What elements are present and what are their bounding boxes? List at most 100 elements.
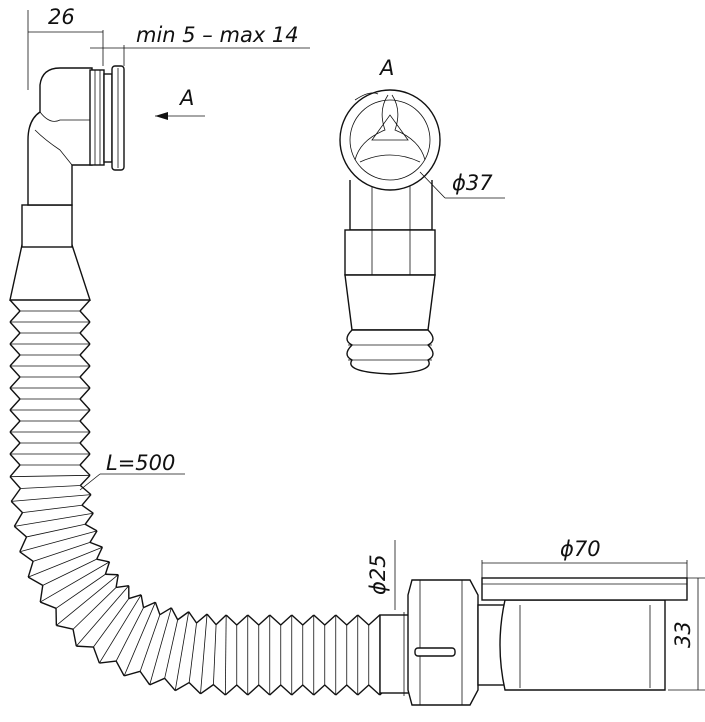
hose-edge: [313, 614, 326, 626]
hose-edge: [76, 645, 94, 648]
hose-edge: [81, 494, 92, 506]
corrugated-hose: [9, 299, 392, 696]
hose-edge: [188, 611, 198, 624]
hose-rib: [174, 611, 190, 691]
hose-edge: [40, 601, 57, 609]
hose-edge: [9, 453, 21, 466]
hose-edge: [236, 684, 249, 696]
hose-edge: [174, 681, 190, 692]
hose-edge: [9, 431, 21, 444]
hose-edge: [13, 512, 24, 527]
hose-edge: [269, 684, 282, 696]
hose-edge: [324, 614, 337, 626]
dimension-diameter-70: ϕ70: [560, 537, 601, 561]
hose-rib: [20, 485, 81, 489]
hose-cone: [9, 244, 91, 301]
hose-edge: [96, 558, 110, 563]
hose-rib: [139, 614, 161, 672]
dimension-diameter-25: ϕ25: [366, 554, 390, 595]
hose-edge: [115, 574, 119, 588]
hose-edge: [247, 684, 260, 696]
hose-edge: [79, 453, 91, 466]
hose-edge: [123, 670, 141, 677]
hose-edge: [115, 660, 125, 677]
hose-edge: [9, 310, 21, 323]
hose-edge: [96, 546, 104, 560]
hose-edge: [224, 684, 238, 696]
hose-edge: [27, 561, 34, 578]
hose-rib: [11, 494, 92, 502]
view-a-title: A: [378, 56, 394, 80]
hose-edge: [200, 684, 214, 695]
hose-rib: [123, 602, 156, 677]
hose-rib: [26, 523, 86, 538]
view-arrow-label: A: [178, 86, 194, 110]
dimension-lines-top: [27, 10, 310, 120]
hose-rib: [22, 504, 83, 513]
hose-edge: [39, 585, 44, 603]
hose-edge: [79, 398, 91, 411]
hose-rib: [213, 624, 217, 685]
hose-edge: [188, 682, 201, 695]
overflow-elbow: [27, 65, 125, 206]
hose-edge: [215, 614, 227, 626]
hose-edge: [13, 525, 27, 538]
hose-edge: [247, 614, 260, 626]
hose-edge: [212, 684, 226, 696]
hose-edge: [81, 504, 94, 514]
hose-rib: [200, 614, 208, 694]
hose-edge: [346, 614, 359, 626]
hose-edge: [9, 442, 21, 455]
hose-rib: [76, 585, 130, 647]
hose-edge: [9, 398, 21, 411]
hose-edge: [79, 343, 91, 356]
hose-edge: [9, 365, 21, 378]
hose-edge: [9, 299, 21, 312]
hose-edge: [79, 484, 92, 496]
hose-rib: [115, 607, 144, 662]
hose-edge: [9, 420, 21, 433]
dimension-26: 26: [48, 5, 75, 29]
hose-edge: [128, 594, 142, 600]
hose-edge: [258, 684, 271, 696]
hose-edge: [27, 576, 44, 586]
hose-edge: [324, 684, 337, 696]
hose-rib: [28, 546, 103, 578]
hose-edge: [313, 684, 326, 696]
hose-rib: [10, 474, 91, 478]
hose-edge: [291, 614, 304, 626]
hose-rib: [149, 607, 172, 685]
hose-rib: [40, 561, 110, 603]
hose-rib: [42, 558, 97, 586]
hose-edge: [346, 684, 359, 696]
hose-edge: [9, 409, 21, 422]
hose-edge: [177, 611, 190, 621]
hose-edge: [79, 431, 91, 444]
hose-edge: [84, 523, 98, 532]
hose-edge: [143, 601, 156, 609]
hose-edge: [99, 660, 117, 664]
hose-edge: [335, 614, 348, 626]
hose-edge: [9, 476, 21, 489]
view-a: [339, 89, 505, 375]
hose-edge: [302, 614, 315, 626]
hose-rib: [55, 573, 106, 609]
hose-edge: [154, 601, 161, 615]
hose-edge: [56, 624, 74, 630]
hose-edge: [79, 354, 91, 367]
hose-rib: [188, 622, 197, 683]
hose-edge: [206, 613, 217, 626]
hose-edge: [140, 594, 145, 608]
hose-edge: [159, 607, 172, 616]
hose-edge: [280, 684, 293, 696]
hose-edge: [149, 677, 165, 686]
hose-edge: [357, 684, 370, 696]
hose-edge: [269, 614, 282, 626]
hose-edge: [79, 321, 91, 334]
hose-edge: [225, 614, 238, 626]
hose-rib: [19, 530, 98, 553]
hose-rib: [56, 574, 119, 626]
hose-edge: [89, 541, 103, 548]
hose-edge: [104, 561, 111, 575]
hose-rib: [164, 619, 179, 679]
